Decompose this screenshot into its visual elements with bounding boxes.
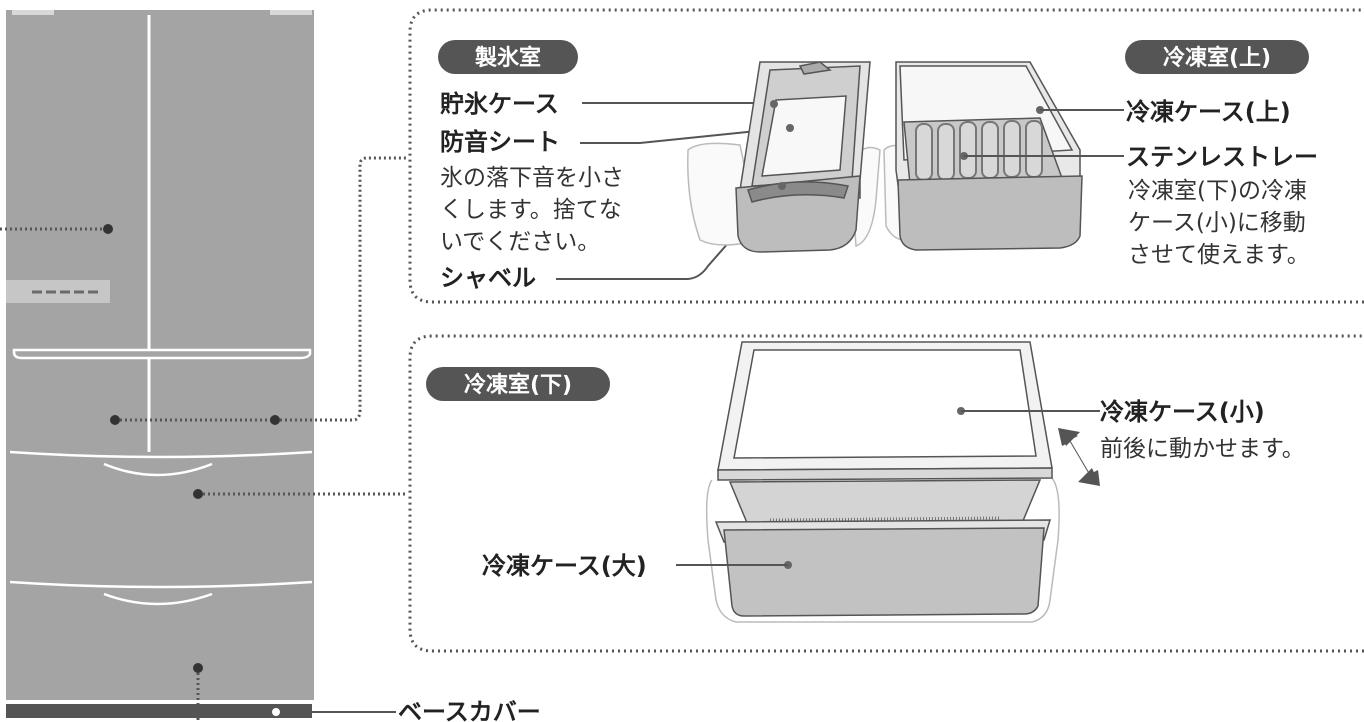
drawer-handle-1 xyxy=(12,348,312,360)
top-hinge-left xyxy=(12,10,54,15)
base-cover-leader xyxy=(270,706,396,718)
ice-bin-illustration xyxy=(687,61,881,253)
steel-tray-note-3: させて使えます。 xyxy=(1128,242,1310,268)
double-arrow-icon xyxy=(1058,428,1100,486)
base-cover-strip xyxy=(6,704,312,718)
sound-sheet-label: 防音シート xyxy=(440,128,560,156)
sound-sheet-note-1: 氷の落下音を小さ xyxy=(440,165,624,191)
display-panel xyxy=(6,280,110,303)
leader-lines xyxy=(0,156,408,722)
upper-panel-frame xyxy=(408,8,1364,304)
sound-sheet-note-2: くします。捨てな xyxy=(440,197,622,223)
ice-case-label: 貯氷ケース xyxy=(440,90,559,118)
case-large-label: 冷凍ケース(大) xyxy=(482,552,647,580)
drawer-handle-3 xyxy=(9,580,313,606)
freezer-upper-badge-label: 冷凍室(上) xyxy=(1163,45,1271,71)
control-display xyxy=(6,280,110,303)
case-small-note: 前後に動かせます。 xyxy=(1100,436,1305,462)
shovel-leader xyxy=(556,183,781,280)
lower-freezer-illustration xyxy=(705,341,1060,623)
sound-sheet-note-3: いでください。 xyxy=(440,229,600,255)
steel-tray-label: ステンレストレー xyxy=(1126,143,1318,171)
fridge-body xyxy=(6,10,314,700)
upper-freezer-illustration xyxy=(883,61,1083,251)
freezer-lower-badge-label: 冷凍室(下) xyxy=(464,372,572,398)
steel-tray-note-1: 冷凍室(下)の冷凍 xyxy=(1128,178,1307,204)
leader-freezer-upper xyxy=(115,156,408,422)
base-cover-label: ベースカバー xyxy=(398,698,541,722)
freezer-upper-badge: 冷凍室(上) xyxy=(1125,40,1309,74)
steel-tray-note-2: ケース(小)に移動 xyxy=(1128,210,1306,236)
case-small-label: 冷凍ケース(小) xyxy=(1100,398,1265,426)
top-hinge-right xyxy=(270,10,312,15)
shovel-label: シャベル xyxy=(440,264,536,292)
drawer-handle-2 xyxy=(9,450,313,477)
leader-dots xyxy=(103,224,280,673)
ice-room-badge-label: 製氷室 xyxy=(474,45,541,71)
sound-sheet-leader xyxy=(580,127,787,144)
refrigerator xyxy=(6,10,314,718)
ice-room-badge: 製氷室 xyxy=(438,40,578,74)
freezer-lower-badge: 冷凍室(下) xyxy=(426,367,610,401)
case-upper-label: 冷凍ケース(上) xyxy=(1126,98,1291,126)
